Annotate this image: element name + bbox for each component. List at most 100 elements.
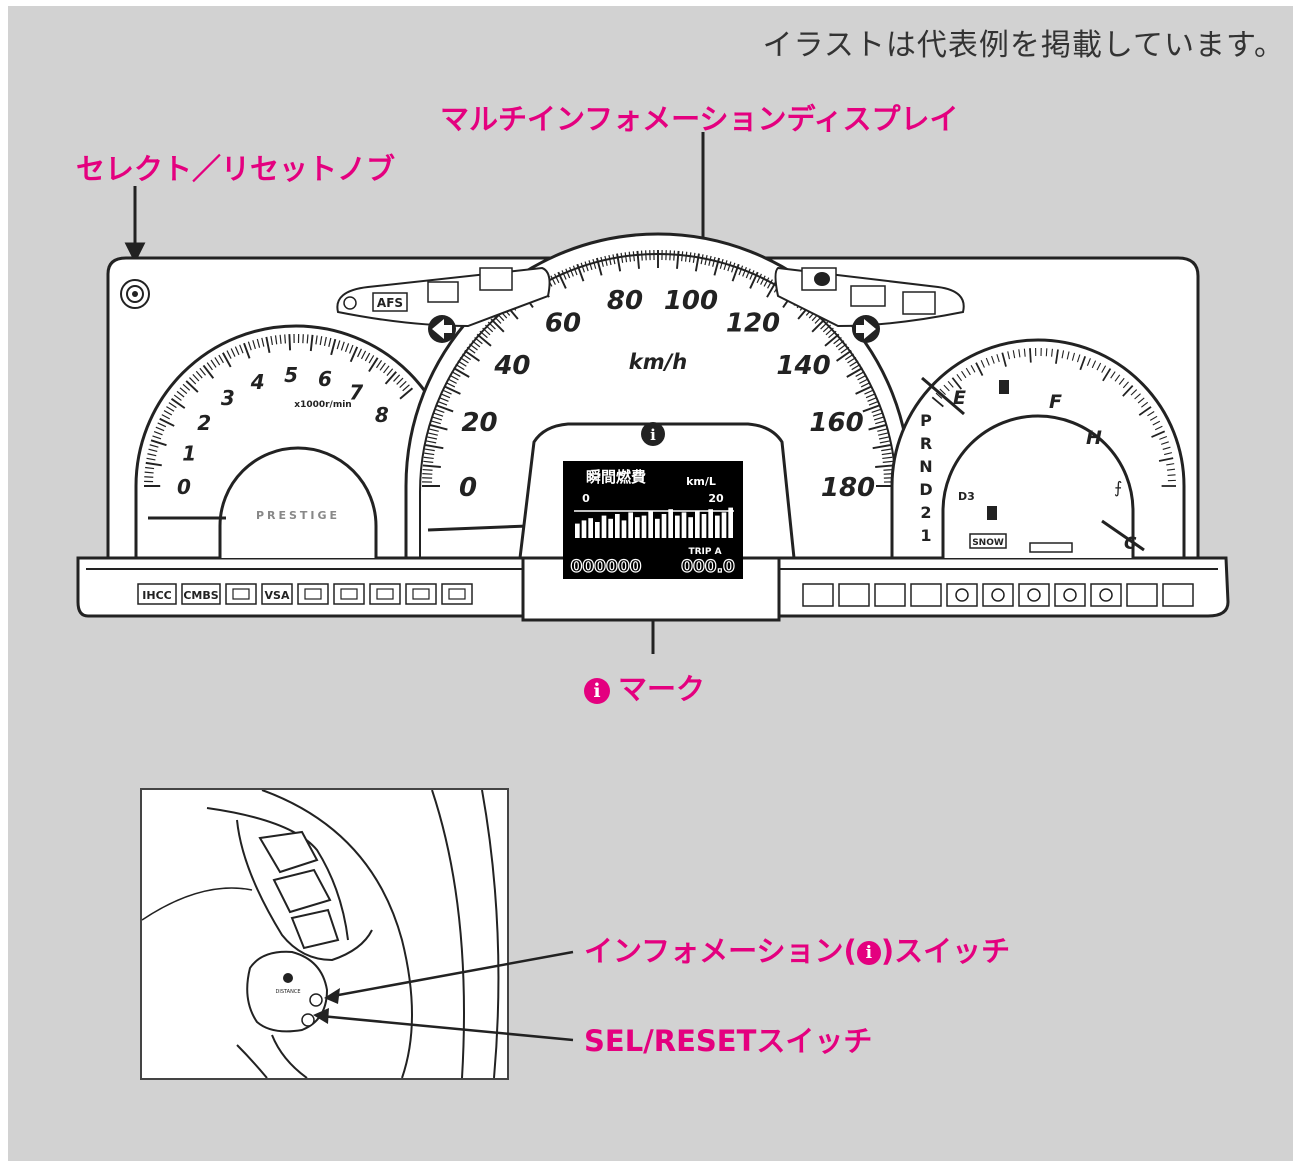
gauge-tick [1066, 351, 1070, 360]
gauge-tick [879, 440, 890, 444]
gauge-tick [146, 457, 156, 461]
gauge-tick [1045, 348, 1048, 357]
gauge-tick [176, 390, 185, 398]
info-switch-callout: インフォメーション(i)スイッチ [584, 928, 1010, 970]
gauge-tick [1086, 358, 1091, 366]
gauge-tick [965, 367, 971, 376]
info-switch[interactable] [309, 993, 323, 1007]
gauge-tick [1061, 350, 1065, 359]
gauge-tick [600, 256, 604, 267]
gauge-tick [859, 378, 869, 384]
select-reset-knob-callout: セレクト／リセットノブ [76, 152, 396, 186]
select-reset-knob[interactable] [120, 279, 150, 309]
gauge-tick [713, 257, 721, 276]
gauge-tick [592, 258, 597, 269]
tachometer-label: 2 [197, 411, 211, 435]
gauge-tick [811, 318, 826, 333]
manual-page: イラストは代表例を掲載しています。 マルチインフォメーションディスプレイ セレク… [8, 6, 1293, 1161]
gauge-tick [875, 464, 894, 468]
gauge-tick [1001, 352, 1007, 367]
gauge-tick [202, 364, 215, 379]
gauge-tick [836, 349, 852, 362]
tachometer-label: 4 [250, 370, 265, 394]
fuel-economy-bar [695, 510, 700, 538]
sel-reset-switch[interactable] [301, 1013, 315, 1027]
fog-light-icon [427, 281, 459, 303]
warning-light [261, 583, 293, 605]
gauge-tick [1102, 368, 1112, 382]
blank-indicator [479, 267, 513, 291]
gauge-tick [628, 251, 632, 262]
gauge-tick [882, 460, 893, 463]
gauge-tick [692, 252, 696, 263]
gauge-tick [1134, 393, 1141, 400]
afs-label: AFS [377, 296, 403, 310]
gauge-tick [833, 337, 842, 345]
gauge-tick [270, 335, 273, 346]
gauge-tick [344, 343, 350, 353]
gauge-tick [368, 357, 379, 372]
gauge-tick [474, 337, 483, 345]
left-indicator-pod: AFS [336, 266, 551, 343]
gauge-tick [1114, 374, 1121, 382]
gauge-tick [875, 420, 886, 425]
gauge-tick [688, 252, 692, 263]
blank-indicator [902, 291, 936, 315]
gauge-tick [828, 330, 837, 339]
gauge-tick [766, 281, 777, 298]
warning-light [1090, 583, 1122, 607]
gauge-tick [265, 336, 271, 353]
gauge-tick [873, 416, 884, 421]
gauge-tick [155, 426, 165, 432]
gauge-tick [970, 365, 976, 373]
gauge-tick [604, 255, 608, 266]
fuel-economy-bar [715, 515, 720, 538]
steering-wheel-drawing: DISTANCE [142, 790, 500, 1078]
gauge-tick [673, 250, 676, 261]
warning-light [1018, 583, 1050, 607]
gauge-tick [867, 397, 878, 402]
gauge-tick [157, 422, 167, 428]
gauge-tick [838, 343, 847, 351]
gauge-tick [487, 321, 496, 330]
speedometer-unit: km/h [629, 350, 687, 374]
gauge-tick [144, 476, 154, 478]
fuel-economy-bar [675, 515, 680, 538]
gauge-tick [1110, 371, 1116, 379]
gauge-tick [442, 389, 452, 395]
gauge-tick [865, 393, 876, 399]
speedometer-label: 20 [461, 408, 497, 438]
indicator-light-icon [343, 296, 357, 310]
gauge-tick [152, 435, 162, 440]
gauge-tick [727, 261, 732, 272]
gauge-tick [319, 336, 323, 346]
gauge-tick [493, 315, 502, 324]
gauge-tick [330, 338, 337, 356]
gauge-tick [288, 334, 292, 351]
warning-light-icon [955, 588, 969, 602]
gauge-tick [825, 327, 834, 336]
gauge-tick [437, 400, 448, 406]
gauge-tick [274, 335, 278, 345]
gauge-tick [612, 254, 616, 265]
warning-light [333, 583, 365, 605]
gauge-tick [738, 265, 744, 276]
gauge-tick [433, 412, 444, 417]
gauge-tick [1071, 352, 1076, 361]
gauge-tick [218, 354, 224, 364]
gauge-tick [554, 273, 560, 284]
gauge-tick [340, 341, 345, 351]
info-mark-label: マーク [618, 672, 706, 706]
gauge-tick [375, 360, 383, 369]
gauge-tick [328, 337, 332, 347]
gauge-tick [943, 384, 950, 392]
odometer-value: 000000 [571, 557, 642, 577]
gauge-tick [868, 423, 887, 431]
warning-light [802, 583, 834, 607]
gauge-tick [742, 266, 747, 277]
gauge-tick [161, 414, 171, 420]
display-scale-min: 0 [582, 492, 590, 505]
gauge-tick [214, 357, 221, 366]
fuel-economy-bar [575, 523, 580, 538]
gauge-tick [576, 263, 585, 282]
